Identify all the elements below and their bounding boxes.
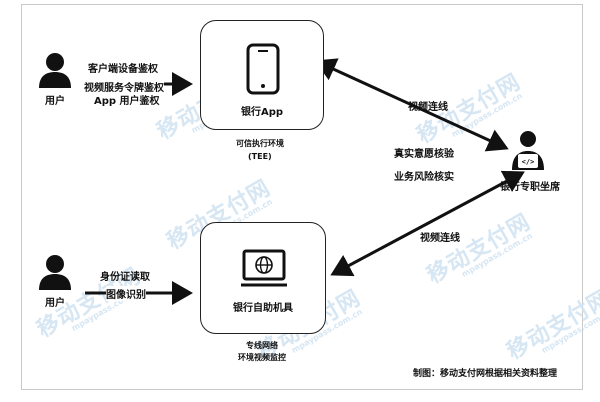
auth-label-token: 视频服务令牌鉴权 [84, 79, 164, 94]
upper-video-link-label: 视频连线 [408, 102, 448, 113]
lower-video-link-arrow [330, 170, 525, 277]
bank-app-box: 银行App [200, 20, 324, 130]
kiosk-monitor-icon [241, 249, 287, 287]
lower-video-link-label: 视频连线 [420, 233, 460, 244]
bank-app-label: 银行App [241, 107, 284, 118]
footer-credit: 制图：移动支付网根据相关资料整理 [413, 369, 558, 379]
tee-caption-line1: 可信执行环境 [236, 139, 284, 148]
auth-label-app-user: App 用户鉴权 [94, 96, 160, 107]
user-bottom-label: 用户 [45, 298, 65, 309]
atm-box: 银行自助机具 [200, 222, 326, 334]
agent-label: 银行专职坐席 [500, 182, 560, 193]
user-top-label: 用户 [45, 96, 65, 107]
risk-check-label: 业务风险核实 [394, 172, 454, 183]
atm-caption-line1: 专线网络 [246, 341, 278, 350]
atm-label: 银行自助机具 [233, 303, 293, 314]
tee-caption-line2: (TEE) [248, 152, 272, 161]
smartphone-icon [246, 43, 280, 95]
atm-caption-line2: 环境视频监控 [238, 353, 286, 362]
auth-label-device: 客户端设备鉴权 [88, 64, 158, 75]
svg-text:</>: </> [522, 158, 535, 166]
user-icon [39, 255, 71, 290]
willingness-check-label: 真实意愿核验 [394, 149, 454, 160]
agent-workstation-icon: </> [512, 131, 544, 170]
upper-video-link-arrow [314, 58, 509, 152]
user-icon [39, 53, 71, 88]
id-label-read: 身份证读取 [100, 272, 150, 283]
id-label-image: 图像识别 [106, 286, 146, 301]
